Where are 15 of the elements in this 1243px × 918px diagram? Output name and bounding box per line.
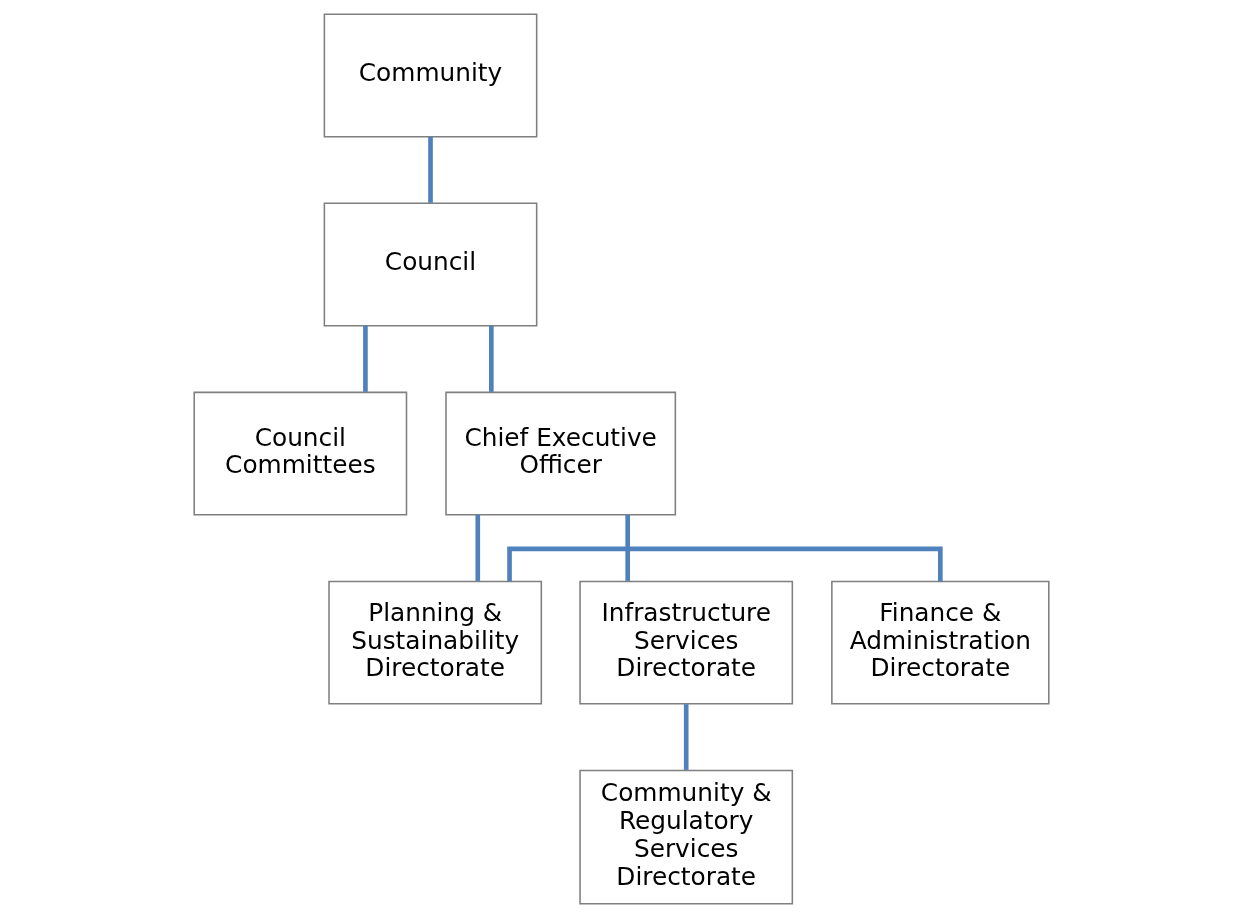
node-box: Planning & Sustainability Directorate: [328, 580, 543, 705]
connector: [475, 514, 481, 581]
connector: [363, 325, 368, 392]
node-box: Council Committees: [193, 391, 408, 516]
connector: [489, 325, 494, 392]
node-box: Community & Regulatory Services Directorate: [579, 769, 794, 905]
connector: [428, 136, 433, 203]
connector: [507, 546, 943, 582]
node-box: Council: [323, 202, 538, 327]
node-box: Community: [323, 13, 538, 138]
node-box: Finance & Administration Directorate: [831, 580, 1050, 705]
connector: [625, 514, 631, 581]
node-box: Infrastructure Services Directorate: [579, 580, 794, 705]
node-box: Chief Executive Officer: [445, 391, 677, 516]
connector: [683, 704, 689, 770]
